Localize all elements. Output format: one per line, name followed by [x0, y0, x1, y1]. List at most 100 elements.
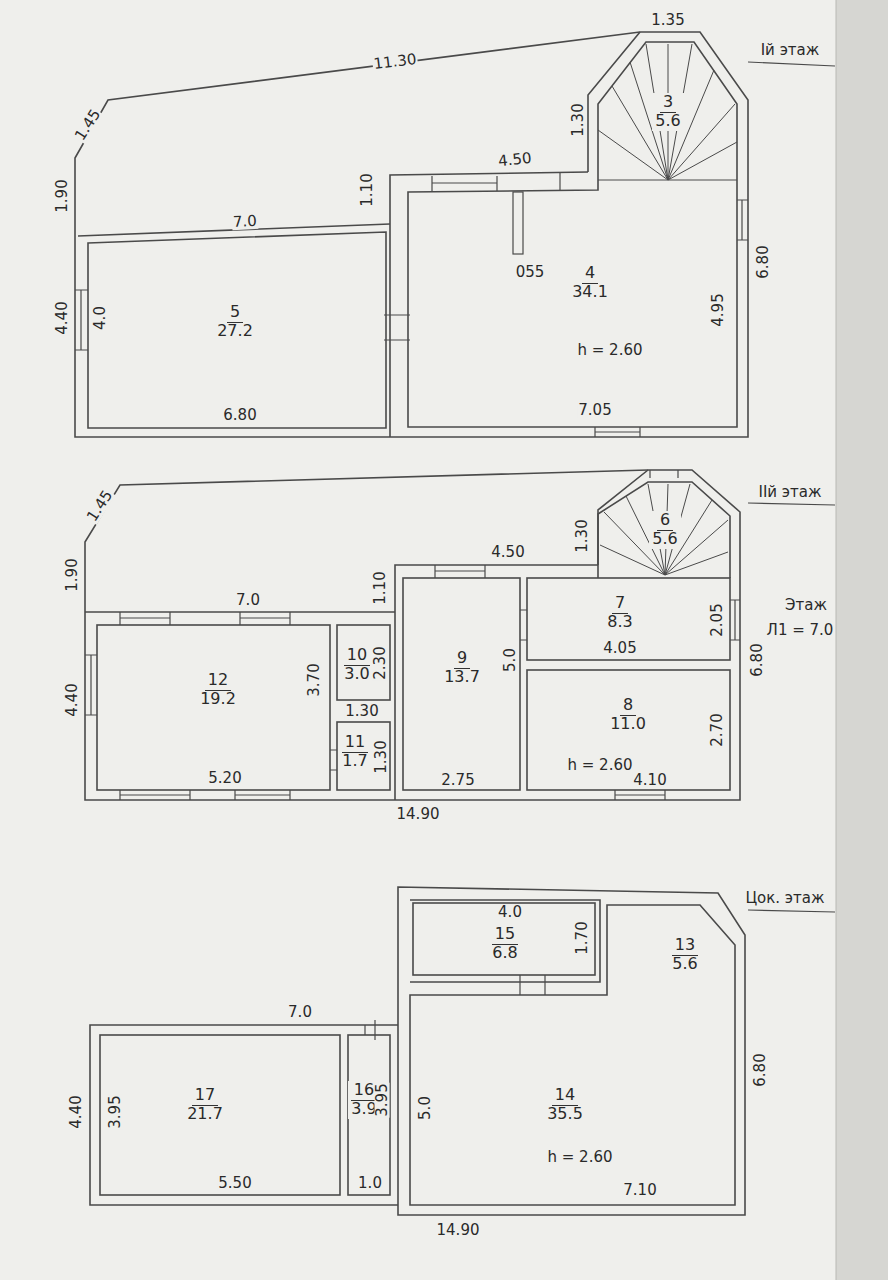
dimension-label: 1.30: [374, 739, 389, 774]
room-number: 4: [582, 265, 598, 284]
dimension-label: 4.50: [497, 151, 534, 170]
dimension-label: 5.50: [217, 1176, 252, 1191]
room-area: 11.0: [610, 716, 646, 733]
dimension-label: 055: [515, 265, 546, 280]
room: 1435.5: [544, 1086, 586, 1124]
dimension-label: h = 2.60: [546, 1150, 613, 1165]
room: 1721.7: [184, 1086, 226, 1124]
dimension-label: 4.05: [602, 641, 637, 656]
dimension-label: 4.50: [490, 545, 525, 560]
dimension-label: 14.90: [436, 1223, 481, 1238]
dimension-label: 5.0: [503, 647, 518, 673]
paper-edge: [836, 0, 837, 1280]
room: 103.0: [341, 646, 373, 684]
dimension-label: 3.95: [375, 1082, 390, 1117]
room-area: 21.7: [187, 1106, 223, 1123]
dimension-label: 1.30: [571, 102, 586, 137]
dimension-label: 6.80: [222, 408, 257, 423]
room-area: 3.9: [351, 1101, 376, 1118]
dimension-label: 1.10: [373, 570, 388, 605]
dimension-label: 7.10: [622, 1183, 657, 1198]
dimension-label: 1.90: [65, 557, 80, 592]
dimension-label: 1.70: [575, 920, 590, 955]
room-number: 5: [227, 304, 243, 323]
dimension-label: 6.80: [753, 1052, 768, 1087]
dimension-label: h = 2.60: [566, 758, 633, 773]
dimension-label: 4.40: [55, 300, 70, 335]
dimension-label: 7.0: [235, 593, 261, 608]
room: 434.1: [569, 264, 611, 302]
room-area: 35.5: [547, 1106, 583, 1123]
dimension-label: 4.10: [632, 773, 667, 788]
room-number: 14: [552, 1087, 578, 1106]
room-area: 3.0: [344, 666, 369, 683]
dimension-label: 2.30: [373, 645, 388, 680]
room-number: 6: [657, 512, 673, 531]
room: 1219.2: [197, 671, 239, 709]
room-area: 19.2: [200, 691, 236, 708]
dimension-label: 4.40: [65, 682, 80, 717]
dimension-label: Этаж: [784, 598, 828, 613]
room-number: 3: [660, 94, 676, 113]
room-area: 27.2: [217, 323, 253, 340]
room-number: 7: [612, 595, 628, 614]
dimension-label: 11.30: [372, 52, 418, 72]
paper-edge: [836, 0, 888, 1280]
room-area: 5.6: [652, 531, 677, 548]
room-number: 12: [205, 672, 231, 691]
room-number: 8: [620, 697, 636, 716]
room-area: 1.7: [342, 753, 367, 770]
room: 65.6: [649, 511, 680, 549]
room-number: 15: [492, 926, 518, 945]
room: 35.6: [652, 93, 683, 131]
room: 527.2: [214, 303, 256, 341]
dimension-label: 4.95: [711, 292, 726, 327]
room-area: 34.1: [572, 284, 608, 301]
dimension-label: 1.30: [575, 518, 590, 553]
dimension-label: 2.70: [710, 712, 725, 747]
room-area: 6.8: [492, 945, 517, 962]
dimension-label: 4.0: [497, 905, 523, 920]
room-number: 17: [192, 1087, 218, 1106]
dimension-label: 3.95: [108, 1094, 123, 1129]
room: 111.7: [339, 733, 371, 771]
dimension-label: 4.40: [69, 1094, 84, 1129]
dimension-label: 1.45: [84, 487, 116, 525]
room-number: 10: [344, 647, 370, 666]
dimension-label: 1.90: [55, 178, 70, 213]
dimension-label: 6.80: [750, 642, 765, 677]
room-area: 5.6: [672, 956, 697, 973]
dimension-label: 3.70: [307, 662, 322, 697]
dimension-label: 4.0: [93, 305, 108, 331]
dimension-label: 2.75: [440, 773, 475, 788]
dimension-label: 5.20: [207, 771, 242, 786]
dimension-label: 7.0: [287, 1005, 313, 1020]
room: 135.6: [669, 936, 701, 974]
room-area: 13.7: [444, 669, 480, 686]
dimension-label: 1.30: [344, 704, 379, 719]
dimension-label: Iй этаж: [760, 43, 821, 58]
dimension-label: 14.90: [396, 807, 441, 822]
dimension-label: 1.0: [357, 1176, 383, 1191]
room: 811.0: [607, 696, 649, 734]
room-number: 13: [672, 937, 698, 956]
room-area: 8.3: [607, 614, 632, 631]
room: 913.7: [441, 649, 483, 687]
dimension-label: 7.05: [577, 403, 612, 418]
walls: [75, 32, 835, 1215]
dimension-label: IIй этаж: [757, 485, 822, 500]
dimension-label: 2.05: [710, 602, 725, 637]
dimension-label: 5.0: [418, 1095, 433, 1121]
room: 156.8: [489, 925, 521, 963]
dimension-label: Л1 = 7.0: [766, 623, 835, 638]
room-number: 11: [342, 734, 368, 753]
room: 78.3: [604, 594, 635, 632]
room-number: 9: [454, 650, 470, 669]
dimension-label: Цок. этаж: [744, 891, 825, 906]
dimension-label: 7.0: [232, 214, 259, 230]
dimension-label: 1.45: [72, 106, 104, 144]
dimension-label: 1.35: [650, 13, 685, 28]
dimension-label: 6.80: [756, 244, 771, 279]
room-area: 5.6: [655, 113, 680, 130]
